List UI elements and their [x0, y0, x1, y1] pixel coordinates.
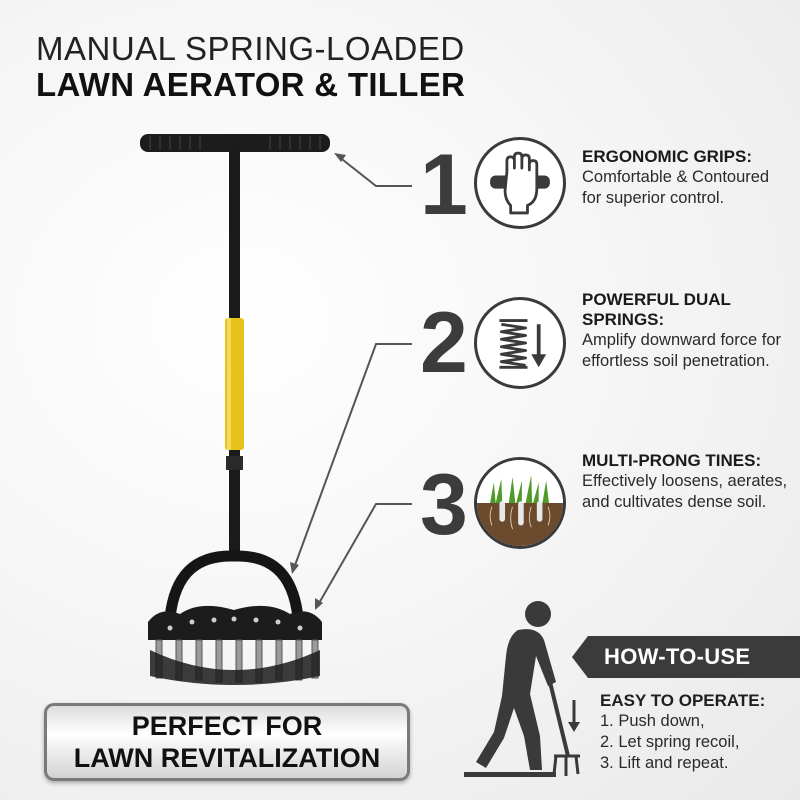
- banner-line-1: PERFECT FOR: [131, 711, 323, 741]
- howto-label: HOW-TO-USE: [604, 644, 751, 669]
- howto-step-2: 2. Let spring recoil,: [600, 733, 740, 751]
- feature-3-text: MULTI-PRONG TINES: Effectively loosens, …: [582, 451, 792, 513]
- connector-line-1: [337, 155, 412, 187]
- feature-1-description: Comfortable & Contoured for superior con…: [582, 168, 770, 207]
- feature-number-1: 1: [420, 137, 468, 233]
- feature-1-heading: ERGONOMIC GRIPS:: [582, 147, 753, 166]
- connector-line-2: [293, 343, 412, 569]
- person-using-aerator-icon: [464, 601, 580, 777]
- feature-number-2: 2: [420, 295, 468, 391]
- title-line-2: LAWN AERATOR & TILLER: [36, 66, 466, 103]
- title-line-1: MANUAL SPRING-LOADED: [36, 30, 465, 67]
- soil-grass-icon: [474, 457, 566, 549]
- feature-number-3: 3: [420, 457, 468, 553]
- handle-grip: [140, 134, 330, 152]
- hand-grip-icon: [474, 137, 566, 229]
- frame-arch: [164, 550, 304, 619]
- banner-line-2: LAWN REVITALIZATION: [73, 743, 381, 773]
- feature-1-text: ERGONOMIC GRIPS: Comfortable & Contoured…: [582, 147, 792, 209]
- howto-step-1: 1. Push down,: [600, 712, 705, 730]
- feature-3-heading: MULTI-PRONG TINES:: [582, 451, 762, 470]
- spring-arrow-icon: [474, 297, 566, 389]
- howto-steps: EASY TO OPERATE: 1. Push down, 2. Let sp…: [600, 690, 795, 774]
- revitalization-banner: PERFECT FOR LAWN REVITALIZATION: [44, 703, 410, 781]
- connector-line-3: [317, 503, 412, 606]
- feature-2-text: POWERFUL DUAL SPRINGS: Amplify downward …: [582, 290, 792, 372]
- howto-step-3: 3. Lift and repeat.: [600, 754, 729, 772]
- feature-3-description: Effectively loosens, aerates, and cultiv…: [582, 472, 788, 511]
- howto-heading: EASY TO OPERATE:: [600, 691, 766, 710]
- howto-label-tab: HOW-TO-USE: [572, 636, 800, 678]
- feature-2-description: Amplify downward force for effortless so…: [582, 331, 781, 370]
- base-plate: [148, 605, 322, 640]
- feature-2-heading: POWERFUL DUAL SPRINGS:: [582, 290, 731, 329]
